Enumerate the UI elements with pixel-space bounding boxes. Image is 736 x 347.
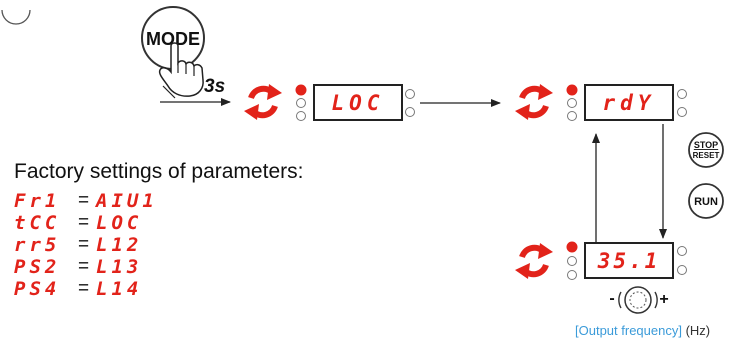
parameter-value: AIU1 [96, 190, 158, 212]
parameter-code: PS2 [14, 256, 61, 278]
jog-dial-icon [624, 286, 652, 314]
equals-sign: = [78, 234, 90, 255]
led-indicator [405, 89, 415, 99]
equals-sign: = [78, 190, 90, 211]
cycle-arrows-icon [515, 84, 553, 120]
jog-plus-label: + [659, 291, 668, 308]
factory-settings-heading: Factory settings of parameters: [14, 160, 304, 183]
mode-button[interactable]: MODE [141, 6, 205, 70]
parameter-code: PS4 [14, 278, 61, 300]
reset-label: RESET [693, 151, 720, 160]
display-value: 35.1 [597, 249, 661, 273]
parameter-value: L12 [96, 234, 143, 256]
mode-button-label: MODE [146, 29, 200, 49]
led-indicator [677, 89, 687, 99]
led-indicator [677, 265, 687, 275]
parameter-code: Fr1 [14, 190, 61, 212]
equals-sign: = [78, 256, 90, 277]
parameter-code: tCC [14, 212, 61, 234]
led-indicator [405, 107, 415, 117]
display-panel-rdy: rdY [566, 84, 687, 121]
led-indicator [567, 111, 577, 121]
led-indicator [567, 98, 577, 108]
stop-reset-button[interactable]: STOP RESET [688, 132, 724, 168]
stop-label: STOP [694, 140, 718, 150]
led-indicator-on [566, 84, 578, 96]
parameter-value: L13 [96, 256, 143, 278]
led-indicator [567, 270, 577, 280]
led-indicator [677, 107, 687, 117]
led-indicator [296, 98, 306, 108]
display-value: rdY [603, 91, 656, 115]
parameter-code: rr5 [14, 234, 61, 256]
display-panel-loc: LOC [295, 84, 415, 121]
partial-circle [1, 9, 31, 25]
display-panel-frequency: 35.1 [566, 241, 687, 280]
caption-unit: (Hz) [685, 323, 711, 338]
display-value: LOC [332, 91, 385, 115]
parameter-value: L14 [96, 278, 143, 300]
output-frequency-caption: [Output frequency] (Hz) [575, 323, 710, 338]
parameter-value: LOC [96, 212, 143, 234]
cycle-arrows-icon [244, 84, 282, 120]
caption-name: [Output frequency] [575, 323, 682, 338]
cycle-arrows-icon [515, 243, 553, 279]
led-indicator-on [295, 84, 307, 96]
jog-dial[interactable]: - + [609, 286, 669, 314]
press-duration-label: 3s [204, 76, 225, 97]
equals-sign: = [78, 278, 90, 299]
led-indicator [567, 256, 577, 266]
pointing-hand-icon [158, 42, 204, 99]
run-button[interactable]: RUN [688, 183, 724, 219]
led-indicator [677, 246, 687, 256]
run-label: RUN [694, 196, 718, 208]
led-indicator [296, 111, 306, 121]
equals-sign: = [78, 212, 90, 233]
jog-minus-label: - [609, 290, 614, 307]
led-indicator-on [566, 241, 578, 253]
